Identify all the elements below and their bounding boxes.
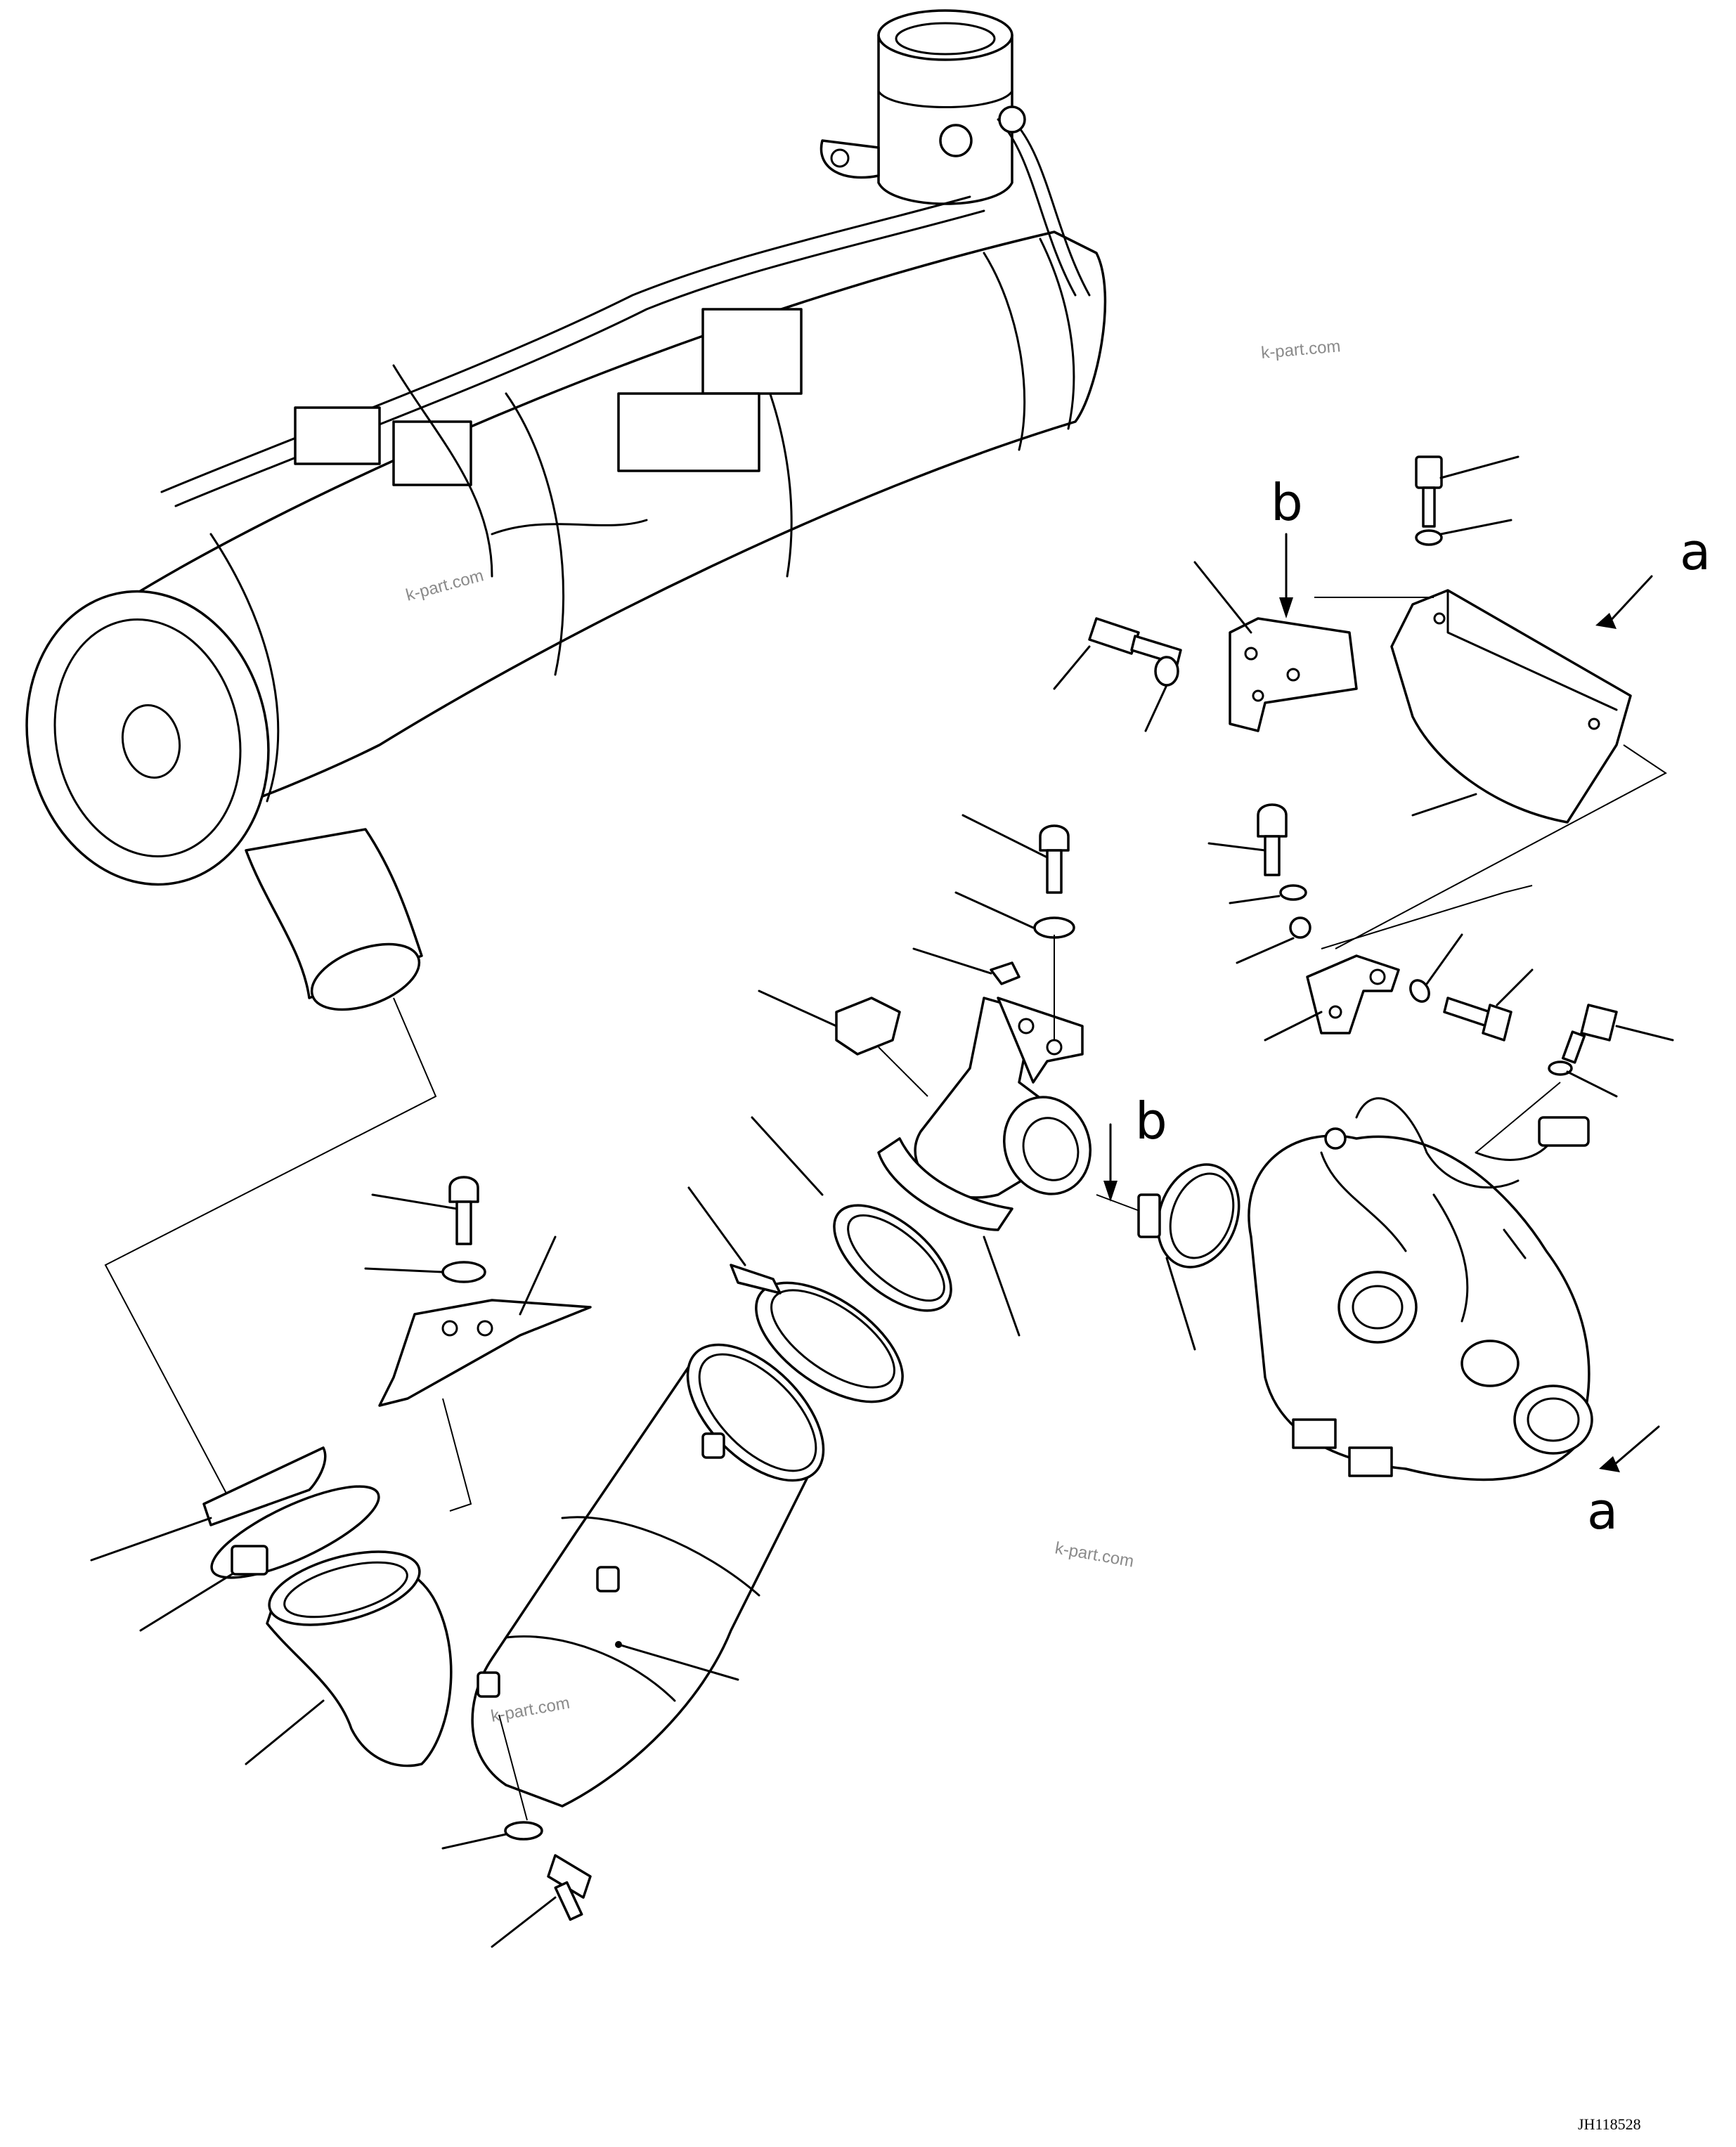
watermark-3: k-part.com [1054,1538,1135,1571]
assembly-leader-line [104,997,437,1505]
elbow-connector-group [758,814,1153,1337]
label-b-middle: b [1135,1091,1167,1150]
v-band-clamp [1137,1163,1241,1351]
lower-exhaust-pipe [245,1343,825,1808]
label-b-top: b [1271,473,1303,532]
turbo-bracket-group [1207,803,1674,1153]
aftertreatment-assembly [25,9,1107,1011]
drawing-code: JH118528 [1578,2115,1641,2133]
turbocharger [1248,1097,1660,1481]
bottom-bolt-group [441,1714,592,1948]
label-a-top: a [1680,522,1711,581]
label-a-bottom: a [1587,1481,1618,1540]
watermark-1: k-part.com [1260,337,1341,363]
bracket-b-group [1053,533,1358,732]
gasket-and-clamp [687,1116,952,1403]
heat-shield-group [1314,455,1667,949]
flange-bracket-group [90,1176,592,1632]
